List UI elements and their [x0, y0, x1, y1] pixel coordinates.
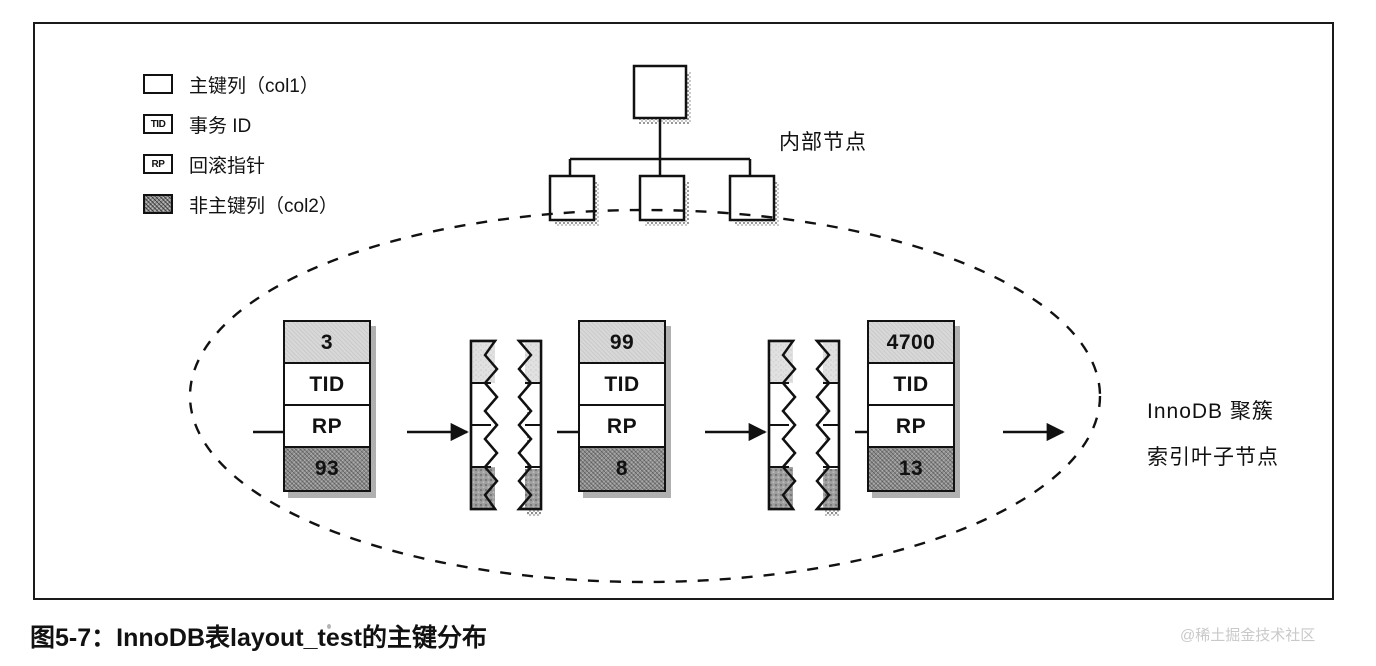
root-node [632, 64, 688, 120]
leaf-nodes-label: InnoDB 聚簇 索引叶子节点 [1147, 389, 1279, 481]
record-tid-cell: TID [869, 364, 953, 406]
torn-records-2 [767, 339, 841, 516]
leaf-level-boundary-ellipse [188, 208, 1102, 584]
legend-item-label: 事务 ID [189, 115, 252, 137]
legend-item-label: 非主键列（col2） [189, 195, 338, 217]
record-non-key-cell: 8 [580, 448, 664, 490]
legend: 主键列（col1） TID 事务 ID RP 回滚指针 非主键列（col2） [143, 64, 483, 224]
scan-speck [327, 624, 331, 629]
record-non-key-cell: 13 [869, 448, 953, 490]
record-tid-cell: TID [285, 364, 369, 406]
legend-item-rollback-pointer: RP 回滚指针 [143, 144, 483, 184]
leaf-level-diagram [188, 208, 1102, 584]
figure-caption: 图5-7：InnoDB表layout_test的主键分布 [30, 624, 487, 652]
legend-item-label: 回滚指针 [189, 155, 266, 177]
figure-frame: 主键列（col1） TID 事务 ID RP 回滚指针 非主键列（col2） [33, 22, 1334, 629]
record-rp-cell: RP [580, 406, 664, 448]
leaf-nodes-label-line2: 索引叶子节点 [1147, 446, 1279, 469]
record-2: 99 TID RP 8 [578, 320, 666, 492]
leaf-nodes-label-line1: InnoDB 聚簇 [1147, 400, 1274, 423]
watermark: @稀土掘金技术社区 [1180, 627, 1316, 644]
internal-nodes-label: 内部节点 [779, 131, 867, 154]
record-tid-cell: TID [580, 364, 664, 406]
record-primary-key-cell: 3 [285, 322, 369, 364]
torn-records-1 [469, 339, 543, 516]
internal-node-2 [638, 174, 686, 222]
record-primary-key-cell: 4700 [869, 322, 953, 364]
rp-box-icon: RP [143, 154, 173, 174]
record-3: 4700 TID RP 13 [867, 320, 955, 492]
hatched-box-icon [143, 194, 173, 214]
record-primary-key-cell: 99 [580, 322, 664, 364]
empty-box-icon [143, 74, 173, 94]
record-rp-cell: RP [285, 406, 369, 448]
record-non-key-cell: 93 [285, 448, 369, 490]
legend-item-label: 主键列（col1） [189, 75, 319, 97]
record-1: 3 TID RP 93 [283, 320, 371, 492]
legend-item-primary-key: 主键列（col1） [143, 64, 483, 104]
internal-node-3 [728, 174, 776, 222]
legend-item-transaction-id: TID 事务 ID [143, 104, 483, 144]
record-rp-cell: RP [869, 406, 953, 448]
legend-item-non-key-column: 非主键列（col2） [143, 184, 483, 224]
tid-box-icon: TID [143, 114, 173, 134]
